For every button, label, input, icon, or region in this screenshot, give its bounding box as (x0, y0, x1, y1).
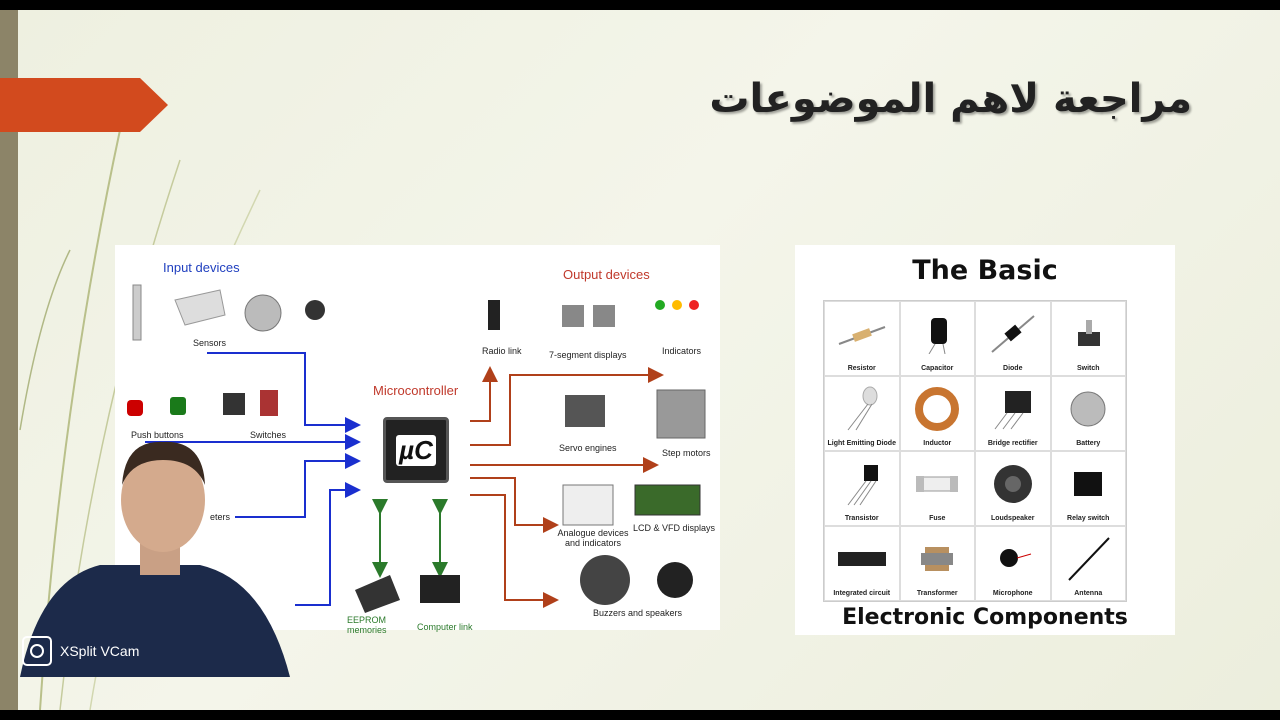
component-cell: Diode (975, 301, 1051, 376)
component-cell: Resistor (824, 301, 900, 376)
chip-text: µC (396, 434, 436, 466)
microcontroller-chip: µC (383, 417, 449, 483)
microcontroller-label: Microcontroller (373, 383, 459, 398)
output-indicators-label: Indicators (662, 346, 702, 356)
output-lcd-label: LCD & VFD displays (633, 523, 716, 533)
microcontroller-diagram: Input devices Output devices Microcontro… (115, 245, 720, 635)
component-cell: Inductor (899, 376, 975, 451)
output-analogue-label: Analogue devices and indicators (557, 528, 629, 548)
electronic-components-chart: The Basic Resistor Capacitor Diode Switc… (795, 245, 1175, 635)
left-decor-strip (0, 10, 18, 710)
component-cell: Switch (1050, 301, 1126, 376)
presenter-silhouette (20, 441, 290, 677)
input-switches-label: Switches (250, 430, 287, 440)
component-cell: Fuse (899, 451, 975, 526)
vcam-label: XSplit VCam (60, 643, 140, 659)
components-title-top: The Basic (912, 255, 1058, 286)
component-cell: Battery (1050, 376, 1126, 451)
diagram-arrows (127, 284, 706, 613)
output-devices-header: Output devices (563, 267, 650, 282)
component-cell: Transistor (824, 451, 900, 526)
output-7seg-label: 7-segment displays (549, 350, 627, 360)
components-grid: Resistor Capacitor Diode Switch Light Em… (823, 300, 1127, 602)
title-arrow-marker (0, 78, 168, 132)
output-servo-label: Servo engines (559, 443, 617, 453)
component-cell: Relay switch (1050, 451, 1126, 526)
input-devices-header: Input devices (163, 260, 240, 275)
output-buzzers-label: Buzzers and speakers (593, 608, 683, 618)
output-step-motors-label: Step motors (662, 448, 711, 458)
component-cell: Light Emitting Diode (824, 376, 900, 451)
input-sensors-label: Sensors (193, 338, 227, 348)
vcam-badge: XSplit VCam (22, 636, 139, 666)
vcam-logo-icon (22, 636, 52, 666)
component-cell: Integrated circuit (824, 526, 900, 601)
input-potentiometers-label: eters (210, 512, 231, 522)
webcam-feed (0, 430, 297, 677)
component-cell: Transformer (899, 526, 975, 601)
component-cell: Bridge rectifier (975, 376, 1051, 451)
component-cell: Loudspeaker (975, 451, 1051, 526)
computer-link-label: Computer link (417, 622, 473, 632)
output-radio-label: Radio link (482, 346, 522, 356)
presentation-slide: مراجعة لاهم الموضوعات (0, 10, 1280, 710)
components-title-bottom: Electronic Components (842, 605, 1128, 630)
input-push-buttons-label: Push buttons (131, 430, 184, 440)
component-cell: Antenna (1050, 526, 1126, 601)
component-cell: Capacitor (899, 301, 975, 376)
slide-title: مراجعة لاهم الموضوعات (709, 76, 1192, 122)
eeprom-label: EEPROM memories (347, 615, 387, 635)
component-cell: Microphone (975, 526, 1051, 601)
